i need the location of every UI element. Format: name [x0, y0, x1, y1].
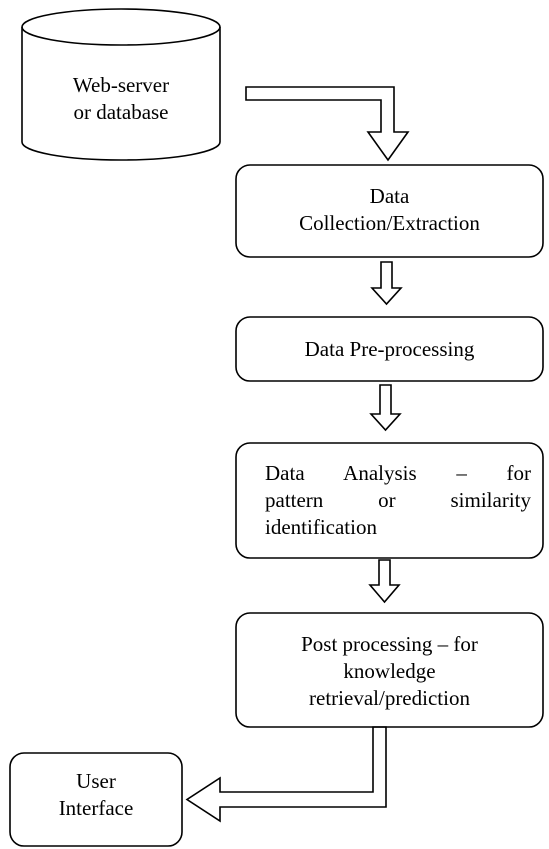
arrow-collection-to-preprocessing-icon — [370, 261, 403, 306]
label-line: Collection/Extraction — [299, 211, 480, 235]
label-line: knowledge — [343, 659, 436, 683]
database-cylinder-icon — [21, 8, 221, 161]
label-line: Web-server — [72, 73, 170, 97]
node-source-label: Web-server or database — [28, 72, 214, 126]
node-preprocessing-box — [235, 316, 544, 382]
arrow-source-to-collection-icon — [245, 86, 410, 162]
node-postprocessing-label: Post processing – for knowledge retrieva… — [240, 631, 539, 712]
label-line: Data Pre-processing — [304, 337, 475, 361]
label-line: Data Analysis – for — [265, 461, 531, 485]
label-line: Data — [369, 184, 410, 208]
label-line: Interface — [58, 796, 134, 820]
node-ui-label: User Interface — [14, 768, 178, 822]
label-line: Post processing – for — [301, 632, 478, 656]
label-line: or database — [73, 100, 169, 124]
node-analysis-label: Data Analysis – for pattern or similarit… — [265, 460, 531, 541]
node-postprocessing-box — [235, 612, 544, 728]
label-line: identification — [265, 515, 377, 539]
node-collection-box — [235, 164, 544, 258]
node-ui-box — [9, 752, 183, 847]
arrow-analysis-to-postprocessing-icon — [368, 559, 401, 604]
node-preprocessing-label: Data Pre-processing — [240, 336, 539, 363]
arrow-postprocessing-to-ui-icon — [185, 726, 387, 823]
arrow-preprocessing-to-analysis-icon — [369, 384, 402, 432]
label-line: pattern or similarity — [265, 488, 531, 512]
node-analysis-box — [235, 442, 544, 559]
label-line: User — [76, 769, 116, 793]
node-collection-label: Data Collection/Extraction — [240, 183, 539, 237]
label-line: retrieval/prediction — [309, 686, 470, 710]
